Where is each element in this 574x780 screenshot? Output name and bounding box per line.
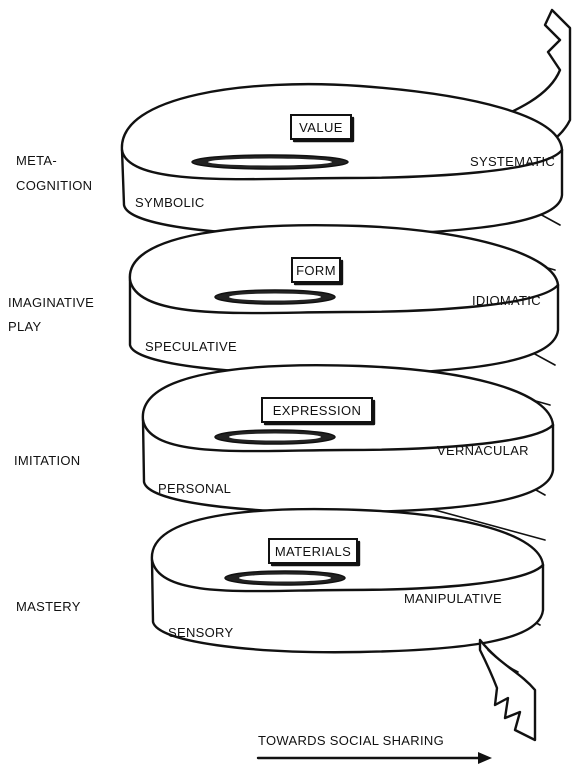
social-sharing-axis: TOWARDS SOCIAL SHARING xyxy=(258,733,492,764)
right-label-idiomatic: IDIOMATIC xyxy=(472,293,541,308)
box-form: FORM xyxy=(292,258,342,284)
left-label-imaginative: IMAGINATIVE xyxy=(8,295,94,310)
box-label-value: VALUE xyxy=(299,120,343,135)
left-label-imitation: IMITATION xyxy=(14,453,81,468)
box-materials: MATERIALS xyxy=(269,539,359,565)
box-value: VALUE xyxy=(291,115,353,141)
left-label-meta: META- xyxy=(16,153,57,168)
front-label-symbolic: SYMBOLIC xyxy=(135,195,205,210)
left-label-mastery: MASTERY xyxy=(16,599,81,614)
left-label-cognition: COGNITION xyxy=(16,178,92,193)
right-label-systematic: SYSTEMATIC xyxy=(470,154,555,169)
box-label-form: FORM xyxy=(296,263,336,278)
box-label-expression: EXPRESSION xyxy=(273,403,362,418)
left-label-play: PLAY xyxy=(8,319,42,334)
box-expression: EXPRESSION xyxy=(262,398,374,424)
right-label-vernacular: VERNACULAR xyxy=(437,443,529,458)
axis-arrowhead xyxy=(478,752,492,764)
right-label-manipulative: MANIPULATIVE xyxy=(404,591,502,606)
front-label-sensory: SENSORY xyxy=(168,625,233,640)
ribbon-bottom-end xyxy=(480,640,535,740)
box-label-materials: MATERIALS xyxy=(275,544,351,559)
front-label-personal: PERSONAL xyxy=(158,481,231,496)
front-label-speculative: SPECULATIVE xyxy=(145,339,237,354)
axis-label: TOWARDS SOCIAL SHARING xyxy=(258,733,444,748)
